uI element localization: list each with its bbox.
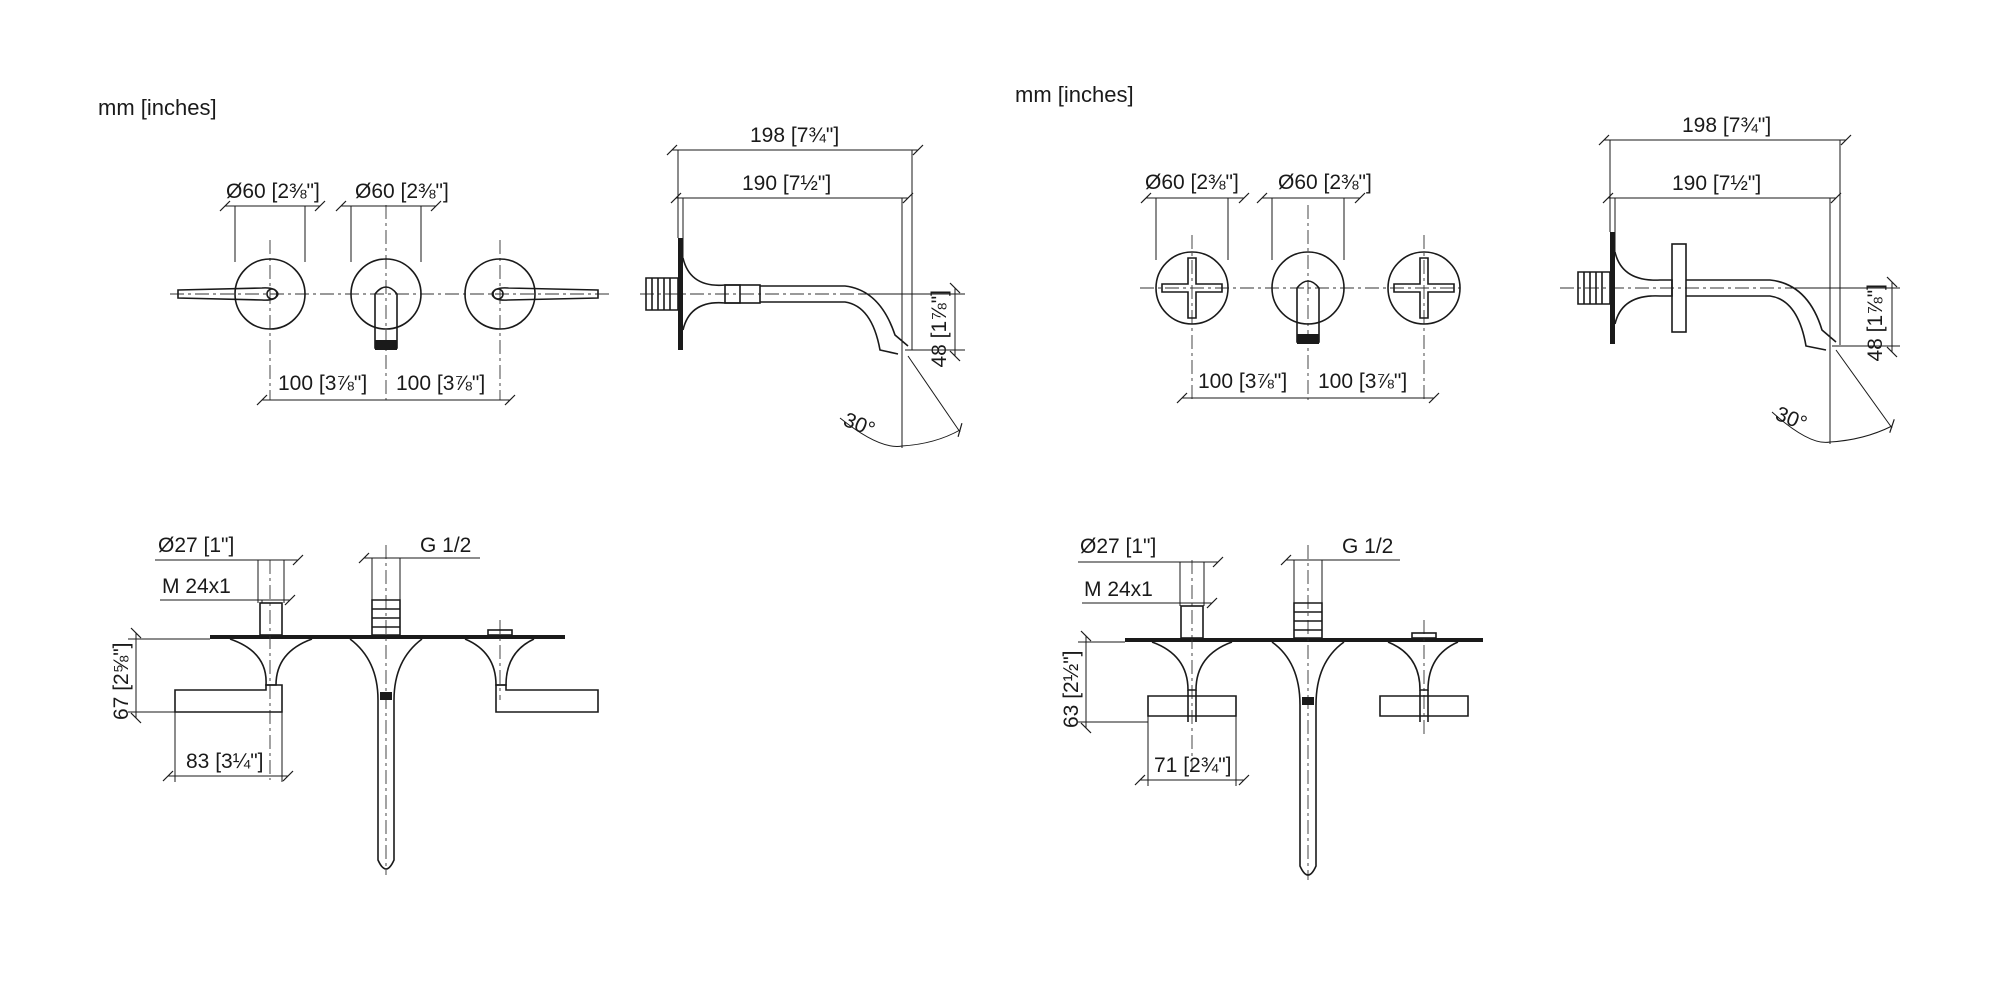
cross-handle-right <box>1393 257 1455 319</box>
dim-handle-height-cross: 63 [2½"] <box>1060 650 1083 728</box>
spout-arm <box>760 285 909 355</box>
dim-thread-handle-cross: M 24x1 <box>1084 578 1153 601</box>
side-view-cross: 198 [7¾"] 190 [7½"] 48 [1⅞"] 30° <box>1560 114 1900 444</box>
cross-handle-side <box>1671 243 1687 333</box>
dim-handle-length-cross: 71 [2¾"] <box>1154 754 1232 777</box>
dim-thread-handle: M 24x1 <box>162 575 231 598</box>
rosette-left-cross <box>1155 251 1229 325</box>
lever-handle-right <box>491 287 599 301</box>
units-label-right: mm [inches] <box>1015 82 1134 107</box>
dim-handle-length: 83 [3¼"] <box>186 750 264 773</box>
dim-dia-handle-spout: Ø60 [2⅜"] <box>355 180 449 203</box>
dim-dia-handle-spout-cross: Ø60 [2⅜"] <box>1278 171 1372 194</box>
dim-angle: 30° <box>840 408 878 441</box>
rosette-spout <box>350 258 422 330</box>
wall-line-cross <box>1125 638 1483 642</box>
side-view-lever: 198 [7¾"] 190 [7½"] 48 [1⅞"] 30° <box>640 124 965 448</box>
spout-section <box>349 638 423 870</box>
dim-spacing-left: 100 [3⅞"] <box>278 372 367 395</box>
dim-angle-cross: 30° <box>1772 402 1810 435</box>
units-label-left: mm [inches] <box>98 95 217 120</box>
dim-handle-height: 67 [2⅝"] <box>110 642 133 720</box>
wall-plate-side-cross <box>1610 232 1615 344</box>
dim-spout-length: 190 [7½"] <box>742 172 831 195</box>
spout-arm-cross <box>1686 279 1837 351</box>
dim-spacing-left-cross: 100 [3⅞"] <box>1198 370 1287 393</box>
dim-thread-spout-cross: G 1/2 <box>1342 535 1393 558</box>
lever-section-left <box>174 684 283 713</box>
cross-handle-left <box>1161 257 1223 319</box>
rosette-spout-cross <box>1271 251 1345 325</box>
dim-spout-height-cross: 48 [1⅞"] <box>1864 284 1887 362</box>
rosette-right-cross <box>1387 251 1461 325</box>
dim-dia-handle-left: Ø60 [2⅜"] <box>226 180 320 203</box>
spout-section-cross <box>1271 641 1345 876</box>
dim-thread-spout: G 1/2 <box>420 534 471 557</box>
dim-overall-length-cross: 198 [7¾"] <box>1682 114 1771 137</box>
dim-dia-handle-left-cross: Ø60 [2⅜"] <box>1145 171 1239 194</box>
spout-outlet <box>375 340 397 350</box>
dim-dia-rosette: Ø27 [1"] <box>158 534 234 557</box>
cross-section-right <box>1379 695 1469 717</box>
dim-dia-rosette-cross: Ø27 [1"] <box>1080 535 1156 558</box>
top-view-lever: Ø60 [2⅜"] Ø60 [2⅜"] 100 [3⅞"] 100 [3⅞"] <box>170 180 610 406</box>
variant-cross: mm [inches] Ø60 [2⅜"] Ø60 [2⅜"] 100 [3 <box>1015 82 1900 880</box>
rosette-right <box>464 258 536 330</box>
dim-spacing-right-cross: 100 [3⅞"] <box>1318 370 1407 393</box>
rosette-left <box>234 258 306 330</box>
variant-lever: mm [inches] Ø60 [2⅜"] <box>98 95 965 875</box>
valve-body-left <box>229 638 313 686</box>
lever-handle-left <box>177 287 279 301</box>
lever-section-right <box>495 684 599 713</box>
top-view-cross: Ø60 [2⅜"] Ø60 [2⅜"] 100 [3⅞"] 100 [3⅞"] <box>1140 171 1461 404</box>
dim-spacing-right: 100 [3⅞"] <box>396 372 485 395</box>
wall-line-lever <box>210 635 565 639</box>
section-view-cross: Ø27 [1"] M 24x1 G 1/2 63 [2½"] 71 [2¾"] <box>1060 535 1483 880</box>
valve-body-left-cross <box>1151 641 1233 691</box>
dim-spout-height: 48 [1⅞"] <box>928 290 951 368</box>
dim-overall-length: 198 [7¾"] <box>750 124 839 147</box>
spout-body-side <box>682 257 741 331</box>
spout-thread <box>371 599 401 636</box>
dim-spout-length-cross: 190 [7½"] <box>1672 172 1761 195</box>
wall-plate-side <box>678 238 683 350</box>
spout-thread-cross <box>1293 602 1323 639</box>
section-view-lever: Ø27 [1"] M 24x1 G 1/2 67 [2⅝"] 83 [3¼"] <box>110 534 599 875</box>
